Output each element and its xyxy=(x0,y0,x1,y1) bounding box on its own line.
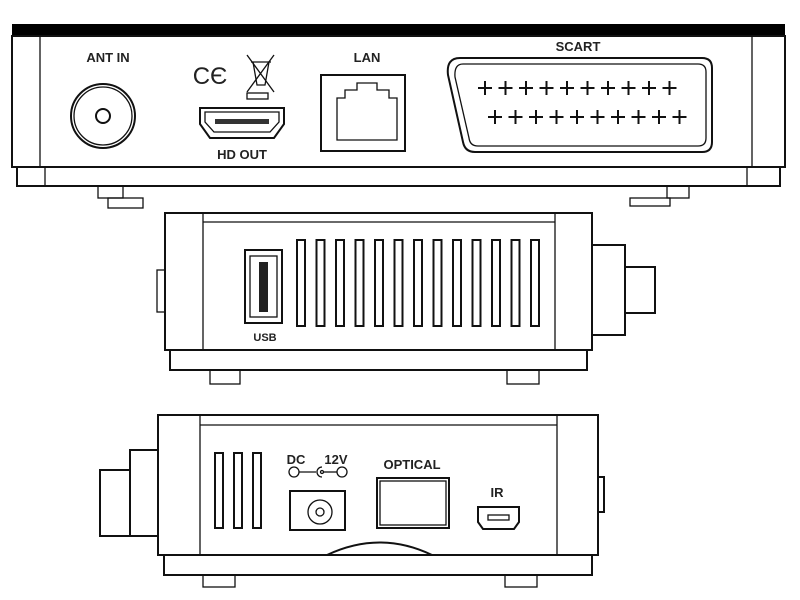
scart-pin xyxy=(478,81,492,95)
scart-pin xyxy=(549,110,564,124)
side-plug xyxy=(591,244,626,336)
dc-label: DC xyxy=(287,452,306,467)
scart-pin xyxy=(508,110,523,124)
ant-in-label: ANT IN xyxy=(86,50,129,65)
ce-mark-logo: CЄ xyxy=(193,63,228,90)
scart-port-icon xyxy=(446,57,713,153)
vent-slots xyxy=(214,452,262,529)
scart-label: SCART xyxy=(556,39,601,54)
vent-slot xyxy=(471,239,482,327)
vent-slot xyxy=(393,239,404,327)
scart-pin xyxy=(662,81,677,95)
vent-slot xyxy=(432,239,443,327)
vent-slot xyxy=(530,239,540,327)
scart-pin xyxy=(652,110,666,124)
scart-pin xyxy=(539,81,554,95)
ir-mini-usb-port-icon xyxy=(477,506,520,530)
optical-port-icon xyxy=(376,477,450,529)
scart-pin xyxy=(611,110,625,124)
dc-jack-icon xyxy=(289,490,346,531)
scart-pin xyxy=(529,110,543,124)
scart-pin xyxy=(601,81,615,95)
polarity-symbol-icon xyxy=(288,466,348,478)
optical-label: OPTICAL xyxy=(383,457,440,472)
rear-view: ANT IN CЄ HD OUT LAN SCART xyxy=(11,24,786,209)
usb-label: USB xyxy=(253,332,276,344)
scart-pin xyxy=(570,110,584,124)
vent-slot xyxy=(374,239,384,327)
scart-pin xyxy=(621,81,636,95)
weee-bin-icon xyxy=(246,54,275,100)
scart-pin xyxy=(642,81,656,95)
scart-pin xyxy=(498,81,513,95)
vent-slot xyxy=(335,239,345,327)
vent-slot xyxy=(413,239,423,327)
vent-slot xyxy=(510,239,521,327)
bottom-arc xyxy=(326,541,433,556)
side-view: USB xyxy=(156,212,656,385)
scart-pin xyxy=(560,81,574,95)
scart-pin xyxy=(519,81,533,95)
ce-mark-icon: CЄ xyxy=(193,63,228,90)
vent-slot xyxy=(296,239,306,327)
opposite-side-view: DC 12V OPTICAL IR xyxy=(99,414,605,588)
ir-label: IR xyxy=(491,485,505,500)
scart-pin xyxy=(590,110,605,124)
hd-out-label: HD OUT xyxy=(217,147,267,162)
scart-pin xyxy=(488,110,502,124)
vent-slots xyxy=(296,239,540,327)
scart-pin xyxy=(580,81,595,95)
lan-port-icon xyxy=(320,74,406,152)
lan-label: LAN xyxy=(354,50,381,65)
vent-slot xyxy=(354,239,365,327)
top-edge xyxy=(12,24,785,36)
vent-slot xyxy=(491,239,501,327)
antenna-connector-icon xyxy=(70,83,136,149)
usb-port-icon xyxy=(244,249,283,324)
scart-pin xyxy=(672,110,687,124)
side-body xyxy=(164,212,593,351)
vent-slot xyxy=(452,239,462,327)
scart-pin xyxy=(631,110,646,124)
voltage-label: 12V xyxy=(324,452,347,467)
vent-slot xyxy=(315,239,326,327)
hdmi-port-icon xyxy=(199,107,285,139)
rear-base xyxy=(16,166,781,187)
